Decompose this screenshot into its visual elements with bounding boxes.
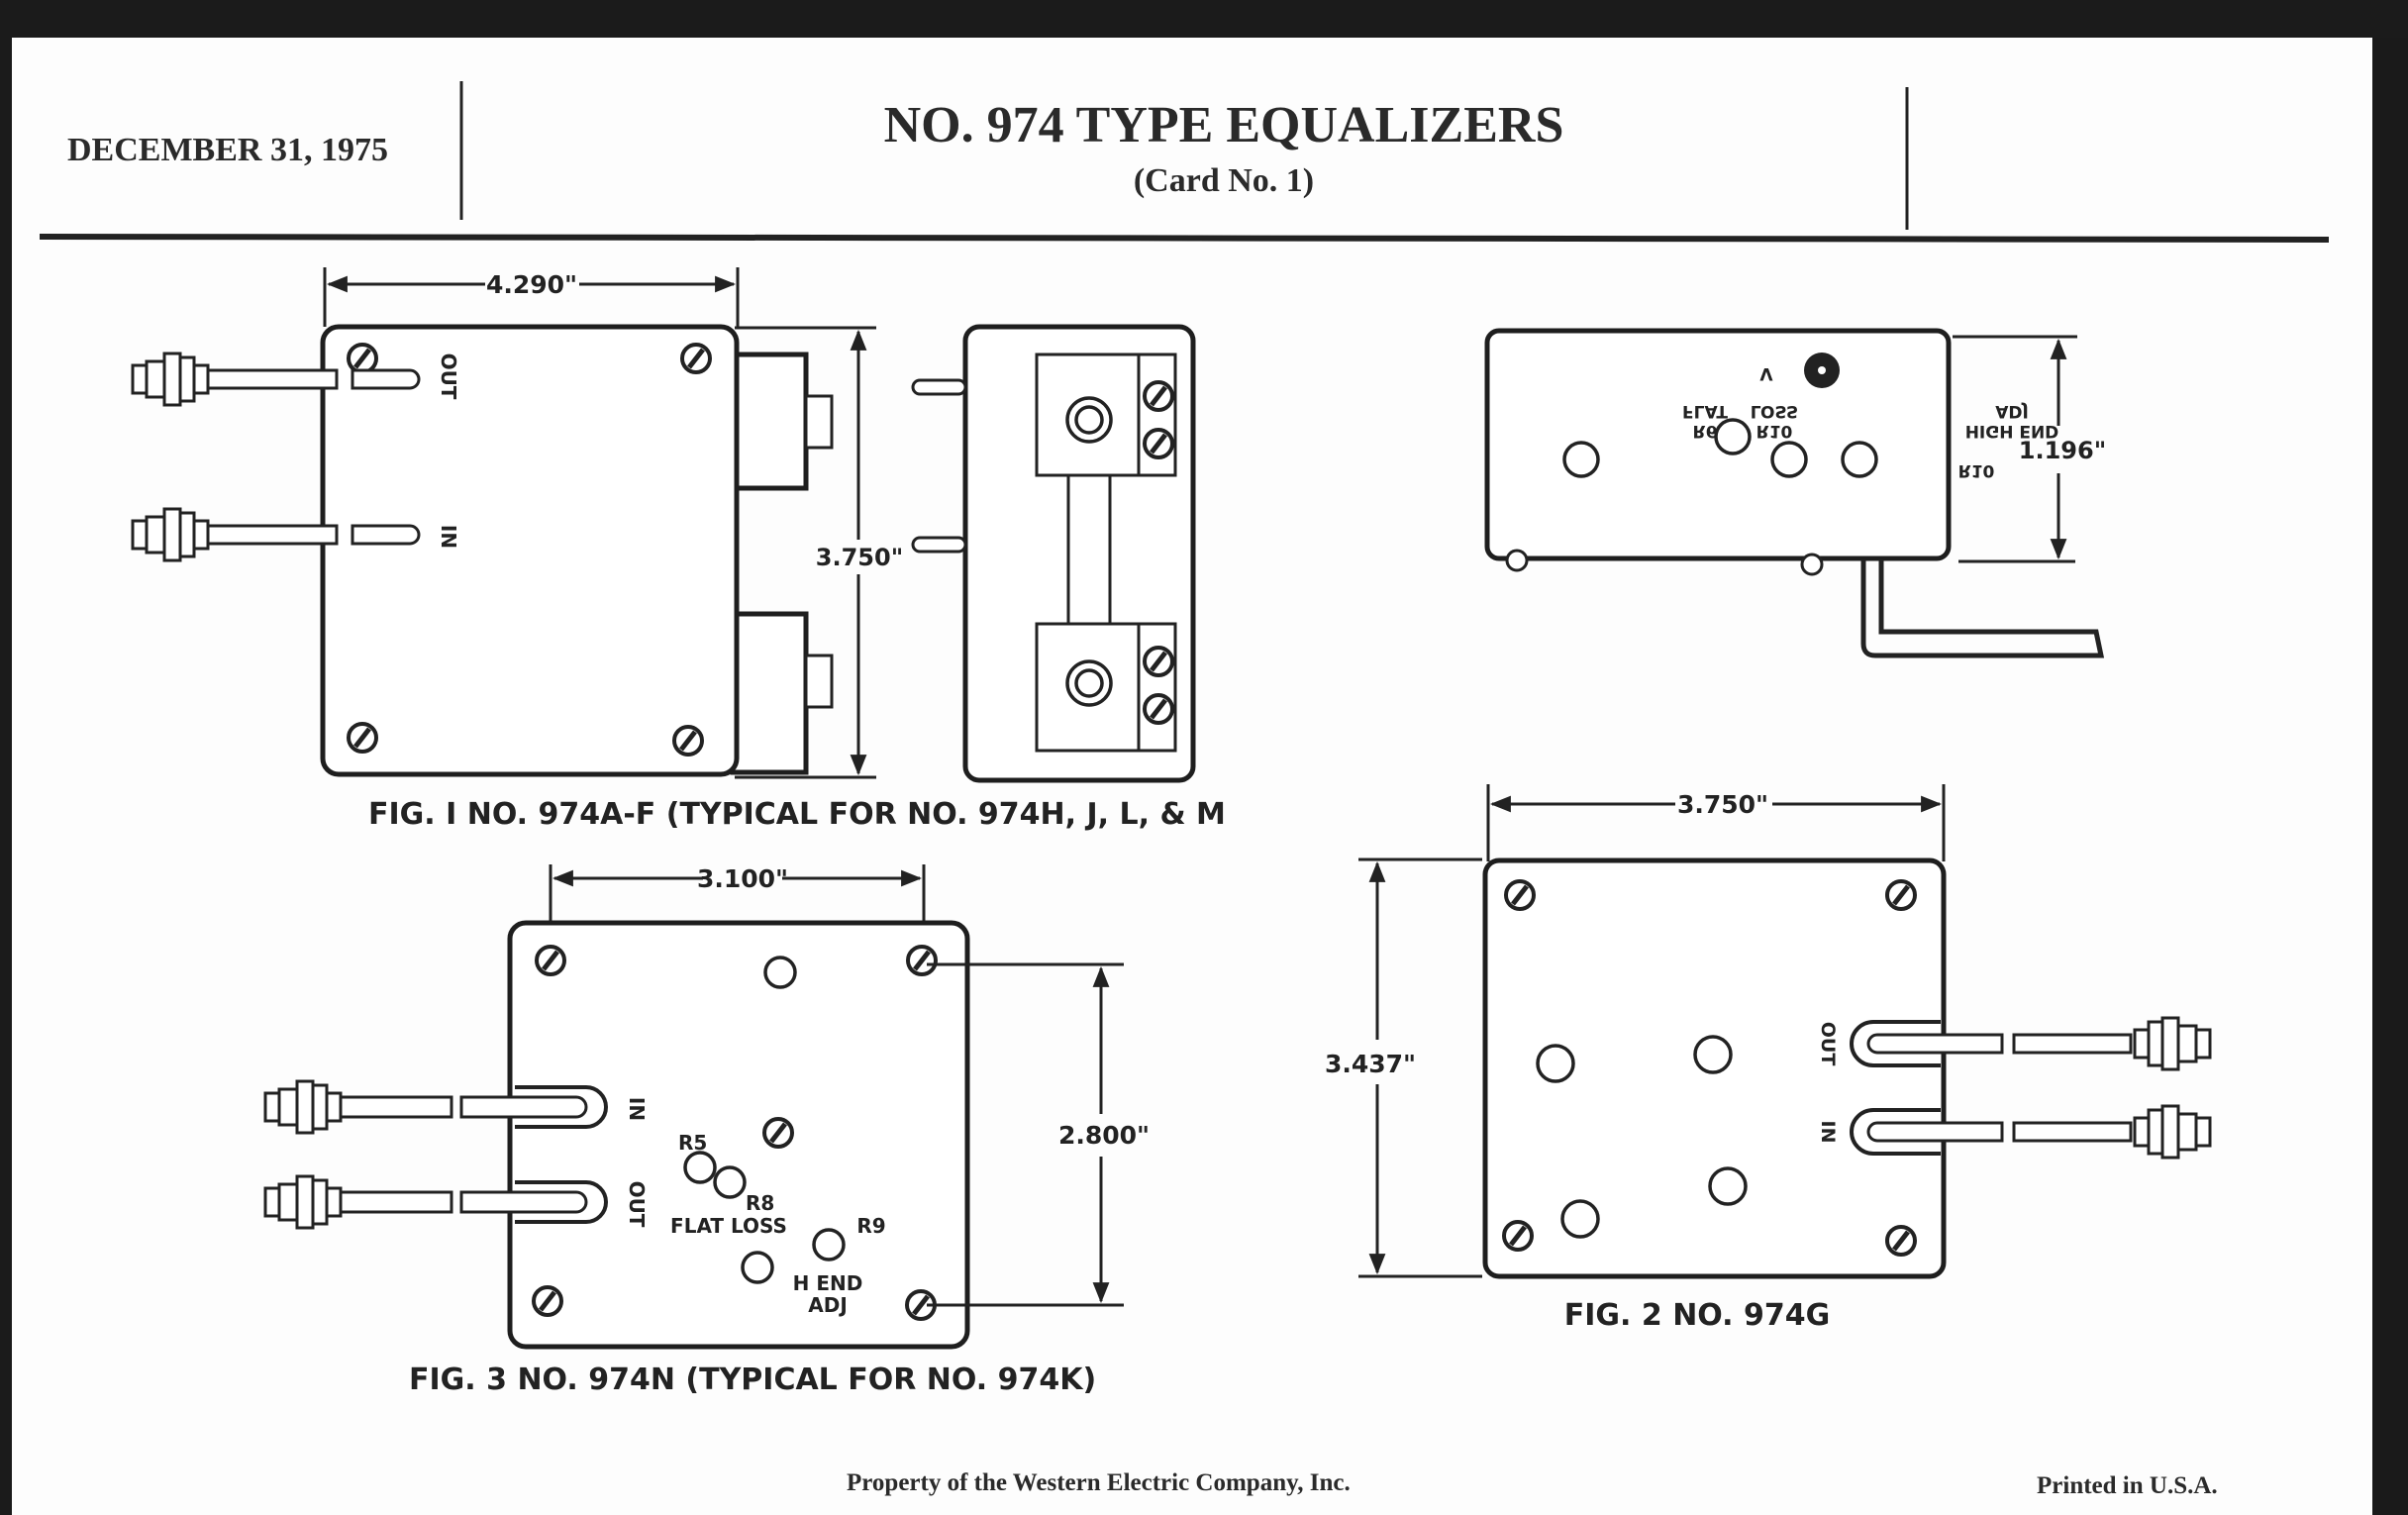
fig3-height-dimension: 2.800" xyxy=(1058,1121,1150,1150)
r10-high-end-adj-hole xyxy=(1562,441,1600,478)
r9-label: R9 xyxy=(856,1214,885,1238)
fig1-in-label: IN xyxy=(437,525,460,549)
r8-label: R8 xyxy=(746,1191,774,1215)
fig3-width-dimension: 3.100" xyxy=(697,864,788,893)
flat-loss-label: FLAT LOSS xyxy=(670,1214,787,1238)
r10-label: R10 xyxy=(1958,460,1995,480)
footer-property: Property of the Western Electric Company… xyxy=(847,1469,1351,1496)
r6-flat-hole xyxy=(1841,441,1878,478)
fig3-out-label: OUT xyxy=(625,1181,649,1228)
fig3-in-label: IN xyxy=(625,1097,649,1121)
fig2-out-label: OUT xyxy=(1817,1022,1839,1066)
loss-label: LOSS xyxy=(1751,401,1798,421)
adj-label: ADJ xyxy=(1995,401,2029,421)
figure-1: 4.290" OUT IN 3.750" xyxy=(131,267,1226,832)
fig1-height-dimension: 3.750" xyxy=(816,544,903,571)
fig3-plate xyxy=(507,920,970,1350)
header-rule xyxy=(39,234,2330,243)
adj-label: ADJ xyxy=(808,1293,848,1317)
page-title: NO. 974 TYPE EQUALIZERS xyxy=(884,97,1564,153)
h-end-label: H END xyxy=(793,1271,863,1295)
fig1-width-dimension: 4.290" xyxy=(486,270,577,299)
footer: Property of the Western Electric Company… xyxy=(847,1469,2218,1499)
fig1-plate xyxy=(320,324,740,777)
page-subtitle: (Card No. 1) xyxy=(1134,162,1314,199)
fig2-caption: FIG. 2 NO. 974G xyxy=(1564,1298,1830,1333)
v-label: V xyxy=(1759,363,1773,383)
footer-printed: Printed in U.S.A. xyxy=(2037,1472,2218,1499)
fig2-in-label: IN xyxy=(1817,1121,1839,1144)
fig2-height-dimension: 3.437" xyxy=(1325,1050,1416,1078)
header: DECEMBER 31, 1975 NO. 974 TYPE EQUALIZER… xyxy=(39,81,2330,243)
date-label: DECEMBER 31, 1975 xyxy=(67,132,388,168)
fig3-caption: FIG. 3 NO. 974N (TYPICAL FOR NO. 974K) xyxy=(409,1363,1096,1397)
flat-label: FLAT xyxy=(1682,401,1728,421)
figure-3: 3.100" IN OUT R5 R8 FLAT LOSS R9 H END A… xyxy=(263,864,1150,1397)
figure-side-view: R10 HIGH END ADJ R10 LOSS R6 FLAT V 1.19… xyxy=(1484,328,2106,658)
r5-label: R5 xyxy=(678,1131,707,1155)
side-height-dimension: 1.196" xyxy=(2019,437,2106,464)
fig1-out-label: OUT xyxy=(437,354,460,400)
r10-loss-r10-label: R10 xyxy=(1756,421,1793,441)
figure-2: 3.750" OUT IN 3.437" FIG. 2 NO. 974G xyxy=(1325,784,2212,1333)
fig1-caption: FIG. I NO. 974A-F (TYPICAL FOR NO. 974H,… xyxy=(368,797,1226,832)
r10-loss-hole xyxy=(1770,441,1808,478)
r6-label: R6 xyxy=(1693,421,1718,441)
fig2-width-dimension: 3.750" xyxy=(1677,790,1768,819)
high-end-label: HIGH END xyxy=(1965,421,2059,441)
